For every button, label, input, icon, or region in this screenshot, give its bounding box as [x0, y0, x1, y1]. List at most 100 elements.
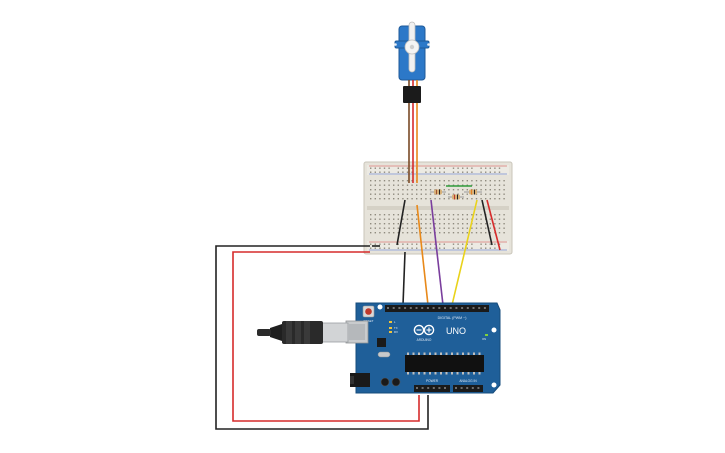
breadboard-hole: [388, 243, 390, 245]
breadboard-hole: [420, 227, 422, 229]
chip-pin: [445, 372, 448, 375]
breadboard-hole: [383, 218, 386, 220]
black-wire-to-gnd-pin[interactable]: [402, 251, 406, 306]
breadboard-hole: [416, 198, 418, 200]
red-5v-loop-wire[interactable]: [232, 251, 420, 422]
breadboard-hole: [475, 227, 478, 229]
usb-chip: [377, 338, 386, 347]
chip-pin: [456, 352, 459, 355]
breadboard-hole: [393, 193, 395, 195]
breadboard-hole: [462, 247, 464, 249]
power-header[interactable]: [414, 385, 450, 392]
breadboard-hole: [439, 227, 441, 229]
breadboard-hole: [406, 227, 409, 229]
breadboard-hole: [448, 218, 450, 220]
breadboard-hole: [498, 167, 501, 169]
breadboard-hole: [475, 223, 478, 225]
resistor-3[interactable]: [464, 189, 482, 195]
analog-label: ANALOG IN: [459, 379, 477, 383]
breadboard-hole: [379, 243, 381, 245]
usb-cable-plug[interactable]: [321, 322, 349, 343]
breadboard-hole: [411, 171, 413, 173]
breadboard-hole: [466, 214, 468, 216]
digital-header[interactable]: [385, 305, 489, 312]
breadboard-hole: [462, 223, 464, 225]
breadboard-hole: [383, 223, 386, 225]
breadboard-hole: [416, 189, 418, 191]
breadboard-hole: [388, 227, 390, 229]
breadboard-hole: [379, 189, 381, 191]
breadboard-hole: [480, 232, 482, 234]
usb-cable[interactable]: [257, 321, 349, 344]
breadboard-hole: [425, 227, 427, 229]
black-jumper-left[interactable]: [396, 199, 406, 246]
black-ground-loop-wire[interactable]: [215, 245, 429, 430]
l-label: L: [394, 320, 396, 324]
breadboard-hole: [439, 198, 441, 200]
header-pin: [455, 387, 457, 389]
arduino-uno-board[interactable]: DIGITAL (PWM ~) RESET UNO ARDUINO L TX: [345, 302, 501, 394]
breadboard-hole: [480, 243, 482, 245]
header-pin: [392, 307, 395, 309]
breadboard-hole: [494, 247, 496, 249]
breadboard-hole: [402, 247, 404, 249]
breadboard-hole: [489, 167, 491, 169]
breadboard-hole: [429, 167, 432, 169]
purple-signal-wire[interactable]: [430, 199, 444, 306]
atmega-chip[interactable]: [405, 355, 484, 372]
breadboard-hole: [425, 171, 427, 173]
breadboard-hole: [379, 214, 381, 216]
breadboard-hole: [448, 189, 450, 191]
breadboard-hole: [462, 167, 464, 169]
breadboard-hole: [462, 214, 464, 216]
chip-pin: [412, 372, 415, 375]
breadboard-hole: [466, 232, 468, 234]
breadboard-hole: [374, 243, 376, 245]
breadboard-hole: [457, 171, 459, 173]
reset-button[interactable]: [362, 305, 375, 318]
breadboard-hole: [429, 243, 432, 245]
breadboard-hole: [370, 243, 372, 245]
breadboard-hole: [503, 227, 505, 229]
black-jumper-right[interactable]: [481, 199, 493, 246]
breadboard-hole: [480, 218, 482, 220]
header-pin: [444, 307, 446, 309]
header-pin: [438, 387, 441, 389]
breadboard-hole: [388, 180, 390, 182]
breadboard-hole: [420, 193, 422, 195]
dc-power-jack[interactable]: [350, 373, 370, 387]
breadboard-hole: [434, 180, 436, 182]
header-pin: [461, 307, 464, 309]
servo-horn[interactable]: [404, 21, 420, 73]
breadboard-hole: [457, 180, 459, 182]
breadboard-hole: [443, 180, 445, 182]
breadboard-hole: [462, 218, 464, 220]
servo-motor[interactable]: [394, 21, 430, 103]
breadboard-hole: [411, 223, 413, 225]
yellow-signal-wire[interactable]: [451, 199, 478, 306]
breadboard[interactable]: [363, 161, 513, 255]
orange-signal-wire[interactable]: [416, 204, 429, 306]
header-pin: [421, 387, 424, 389]
breadboard-hole: [494, 223, 496, 225]
breadboard-hole: [498, 180, 501, 182]
breadboard-hole: [489, 198, 491, 200]
breadboard-hole: [448, 223, 450, 225]
header-pin: [483, 307, 486, 309]
breadboard-hole: [480, 198, 482, 200]
red-jumper-right[interactable]: [486, 199, 501, 251]
breadboard-hole: [397, 218, 399, 220]
breadboard-hole: [370, 198, 372, 200]
breadboard-hole: [485, 193, 487, 195]
breadboard-hole: [393, 227, 395, 229]
breadboard-hole: [434, 243, 436, 245]
resistor-2[interactable]: [448, 194, 464, 200]
breadboard-hole: [434, 214, 436, 216]
servo-connector[interactable]: [403, 86, 421, 103]
breadboard-hole: [471, 214, 473, 216]
breadboard-hole: [393, 198, 395, 200]
breadboard-hole: [425, 180, 427, 182]
resistor-1[interactable]: [430, 189, 446, 195]
chip-pin: [473, 352, 475, 355]
breadboard-hole: [425, 214, 427, 216]
